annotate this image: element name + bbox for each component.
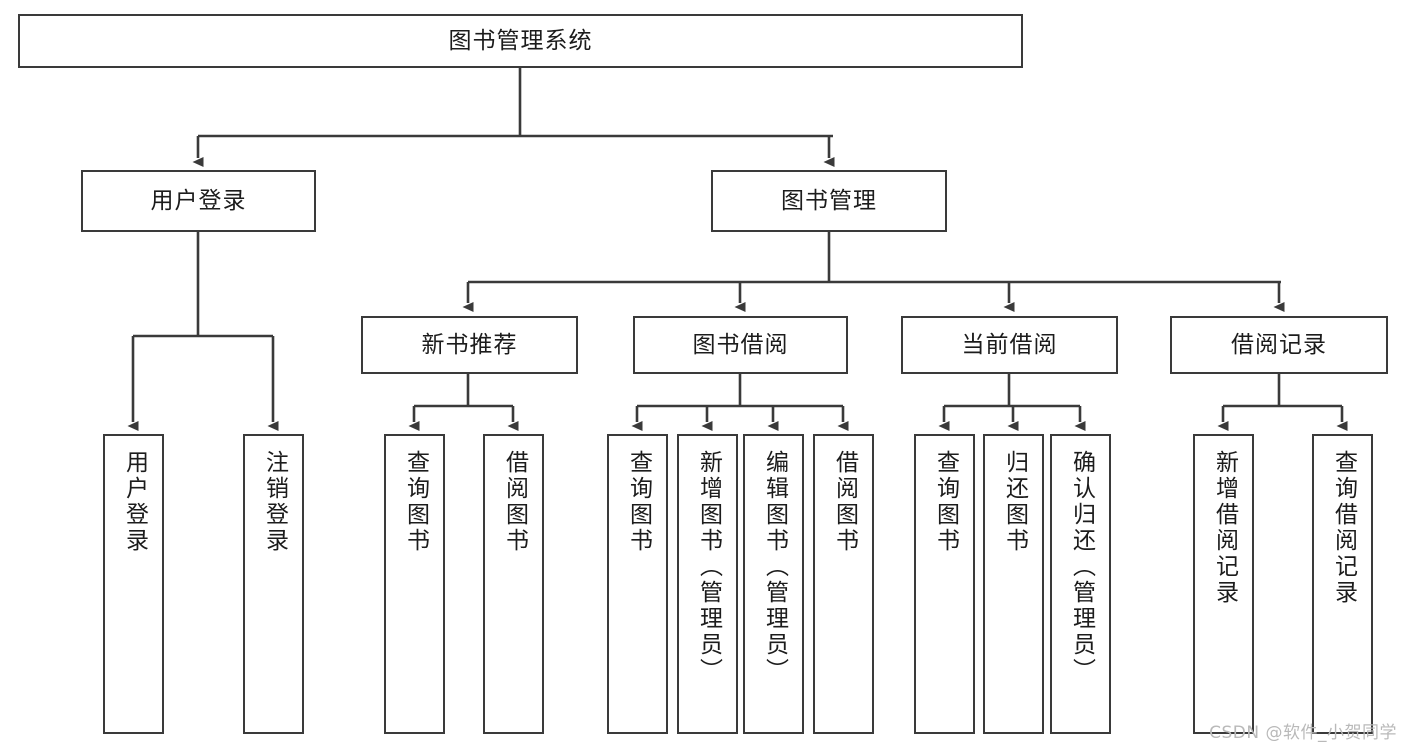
leaf-edit-book-admin[interactable]: 编辑图书（管理员） bbox=[743, 434, 804, 734]
leaf-borrow-book[interactable]: 借阅图书 bbox=[813, 434, 874, 734]
watermark: CSDN @软件_小贺同学 bbox=[1209, 723, 1397, 743]
leaf-query-book-recommend[interactable]: 查询图书 bbox=[384, 434, 445, 734]
node-new-book-recommend[interactable]: 新书推荐 bbox=[361, 316, 578, 374]
node-root-book-management-system[interactable]: 图书管理系统 bbox=[18, 14, 1023, 68]
leaf-user-login[interactable]: 用户登录 bbox=[103, 434, 164, 734]
node-label: 编辑图书（管理员） bbox=[761, 450, 788, 684]
node-label: 图书管理 bbox=[781, 187, 877, 214]
node-label: 借阅图书 bbox=[501, 450, 528, 554]
node-borrow-record[interactable]: 借阅记录 bbox=[1170, 316, 1388, 374]
node-label: 图书管理系统 bbox=[448, 27, 593, 54]
leaf-confirm-return-admin[interactable]: 确认归还（管理员） bbox=[1050, 434, 1111, 734]
node-label: 新增借阅记录 bbox=[1211, 450, 1238, 606]
node-user-login[interactable]: 用户登录 bbox=[81, 170, 316, 232]
node-label: 注销登录 bbox=[261, 450, 288, 554]
leaf-query-book-current[interactable]: 查询图书 bbox=[914, 434, 975, 734]
node-label: 借阅图书 bbox=[831, 450, 858, 554]
node-label: 图书借阅 bbox=[692, 331, 789, 358]
leaf-query-book-borrow[interactable]: 查询图书 bbox=[607, 434, 668, 734]
node-book-borrow[interactable]: 图书借阅 bbox=[633, 316, 848, 374]
leaf-logout[interactable]: 注销登录 bbox=[243, 434, 304, 734]
node-label: 新增图书（管理员） bbox=[695, 450, 722, 684]
node-label: 用户登录 bbox=[121, 450, 148, 554]
node-label: 查询图书 bbox=[402, 450, 429, 554]
node-label: 归还图书 bbox=[1001, 450, 1028, 554]
node-label: 用户登录 bbox=[150, 187, 247, 214]
leaf-borrow-book-recommend[interactable]: 借阅图书 bbox=[483, 434, 544, 734]
leaf-return-book[interactable]: 归还图书 bbox=[983, 434, 1044, 734]
node-label: 新书推荐 bbox=[421, 331, 518, 358]
node-label: 当前借阅 bbox=[961, 331, 1058, 358]
leaf-add-book-admin[interactable]: 新增图书（管理员） bbox=[677, 434, 738, 734]
node-label: 借阅记录 bbox=[1231, 331, 1327, 358]
node-book-management[interactable]: 图书管理 bbox=[711, 170, 947, 232]
node-label: 查询借阅记录 bbox=[1330, 450, 1357, 606]
leaf-add-borrow-record[interactable]: 新增借阅记录 bbox=[1193, 434, 1254, 734]
node-label: 查询图书 bbox=[625, 450, 652, 554]
node-label: 确认归还（管理员） bbox=[1068, 450, 1095, 684]
node-current-borrow[interactable]: 当前借阅 bbox=[901, 316, 1118, 374]
node-label: 查询图书 bbox=[932, 450, 959, 554]
leaf-query-borrow-record[interactable]: 查询借阅记录 bbox=[1312, 434, 1373, 734]
